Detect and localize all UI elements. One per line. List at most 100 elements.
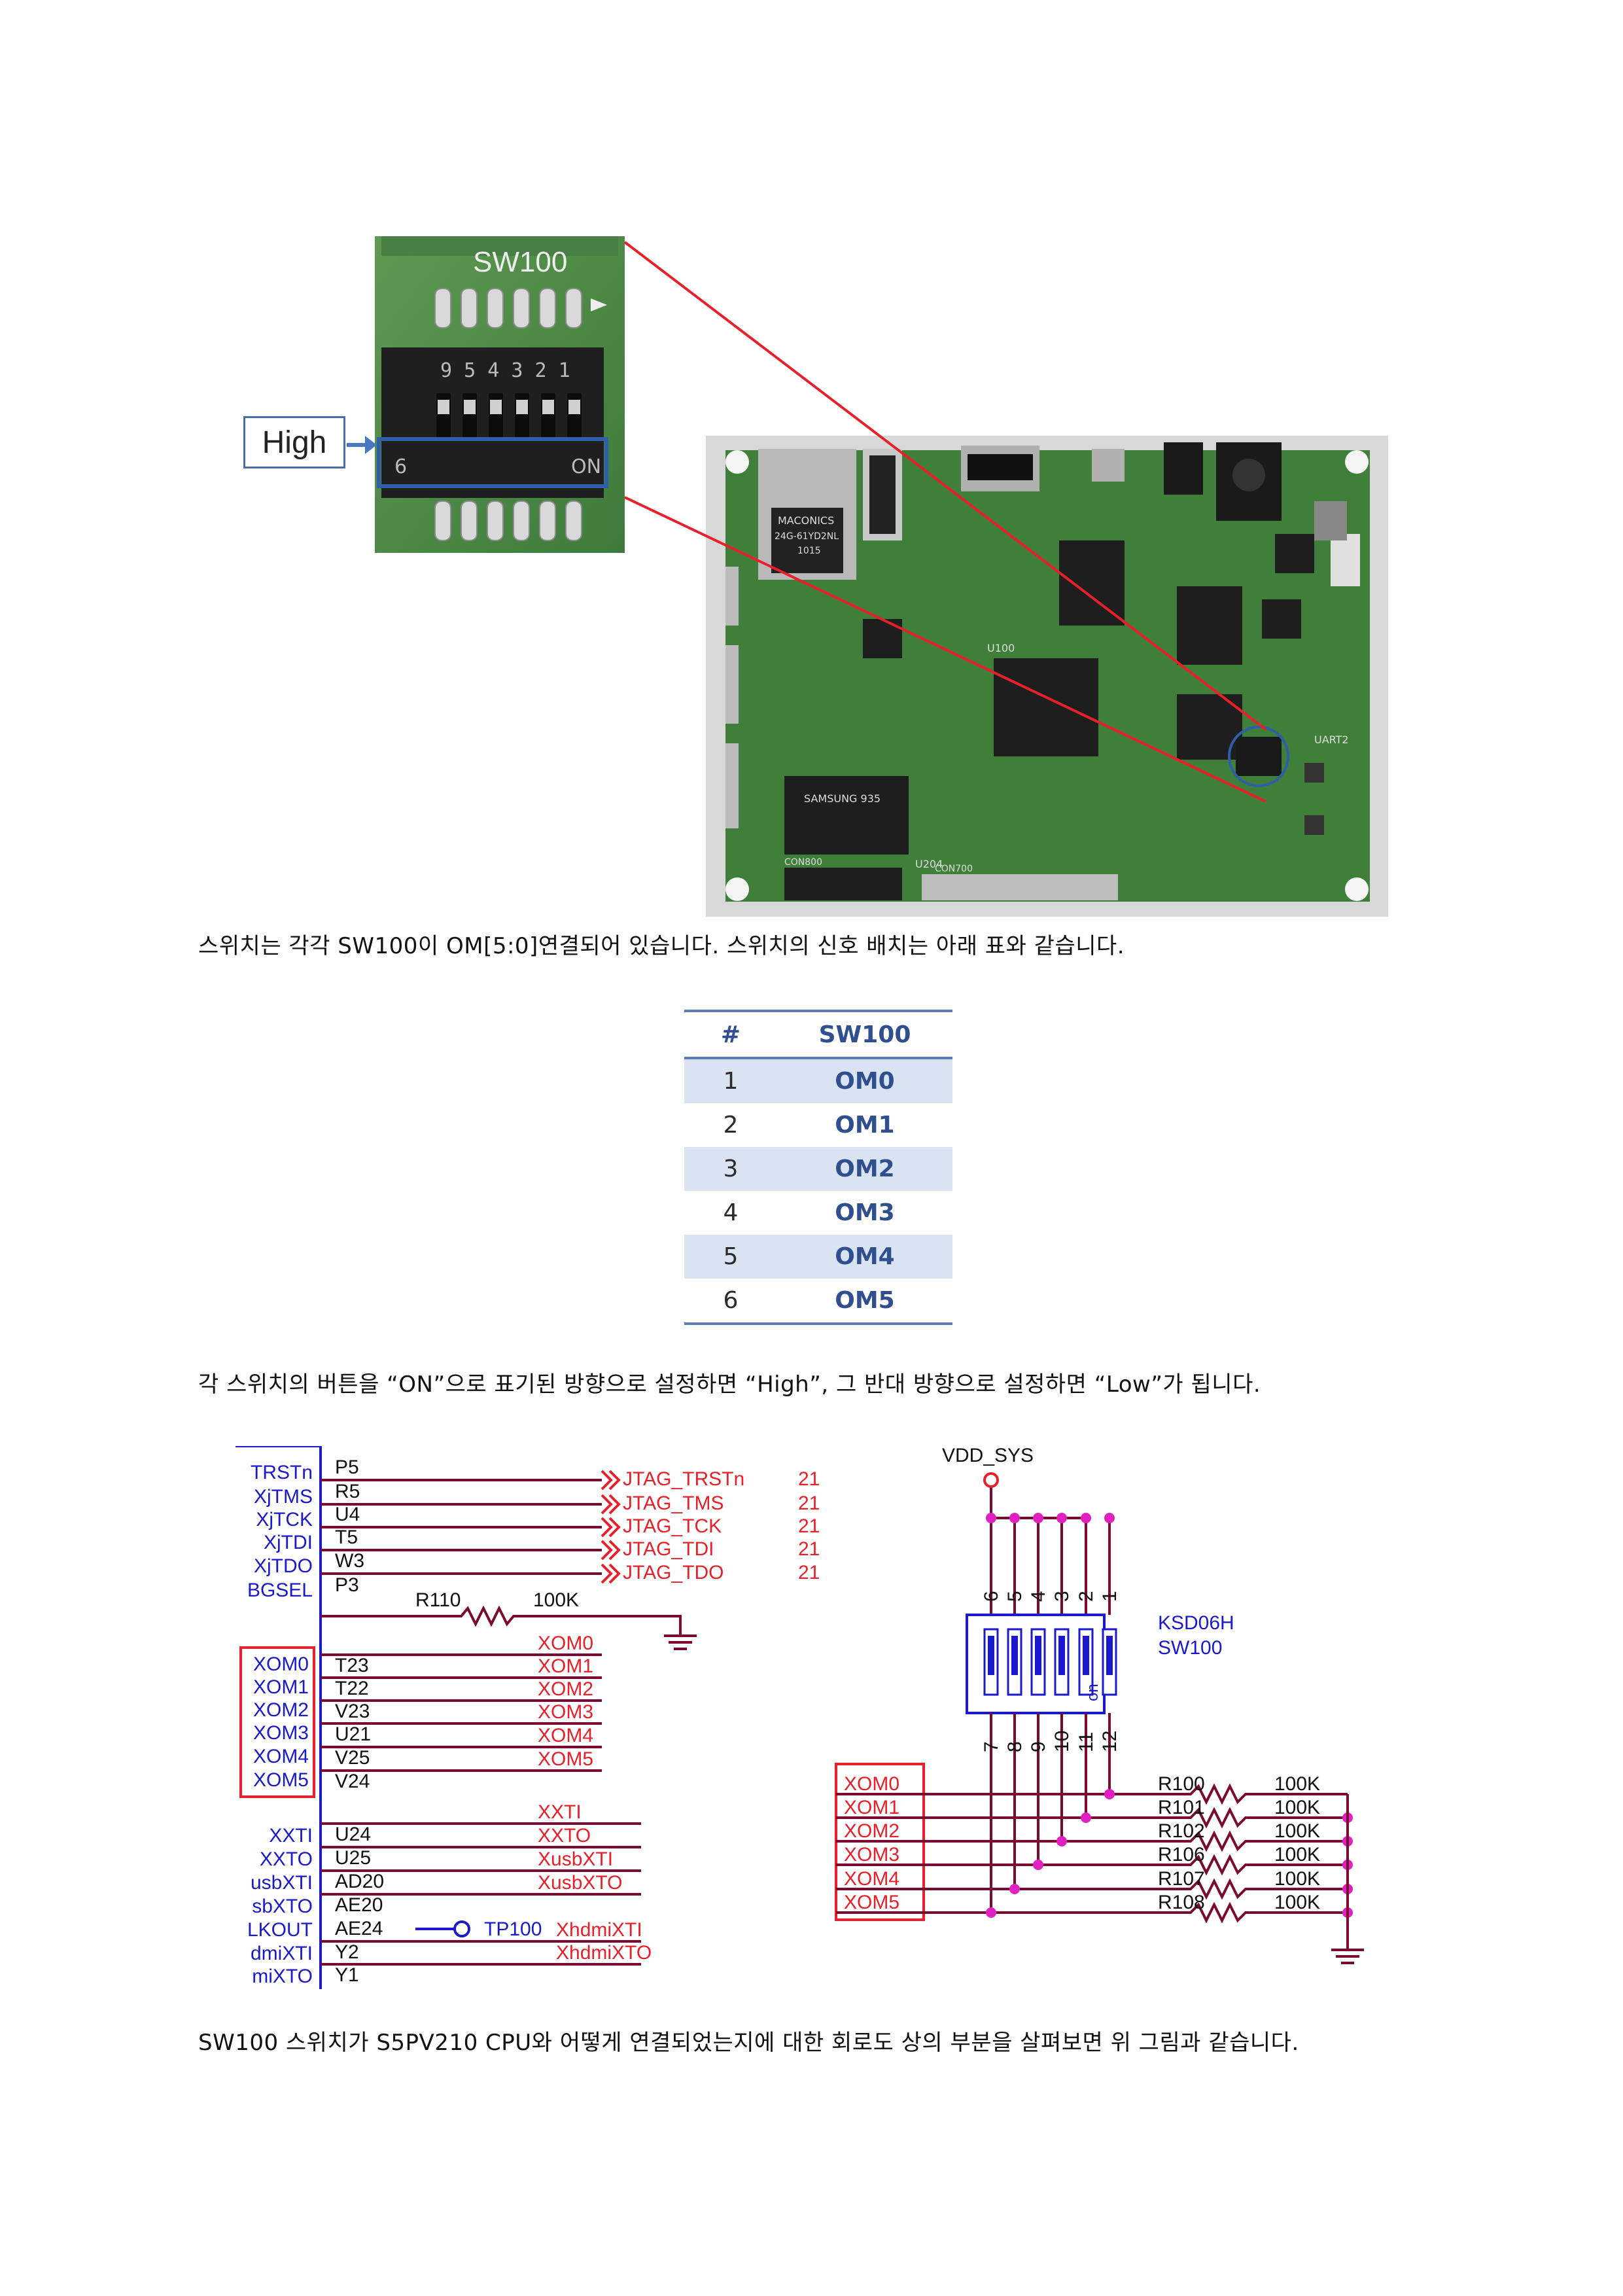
resistor-value: 100K (1274, 1892, 1320, 1913)
cpu-om-pin-label: XOM0 (253, 1653, 309, 1675)
clk-net-label: XXTI (538, 1801, 582, 1823)
switch-name-label: SW100 (1158, 1637, 1222, 1659)
net-arrow-icon (601, 1517, 613, 1538)
maconics-text: MACONICS (778, 514, 834, 527)
para-switch-connection: 스위치는 각각 SW100이 OM[5:0]연결되어 있습니다. 스위치의 신호… (198, 933, 1125, 959)
junction-dot (1033, 1860, 1043, 1870)
table-header-sw100: SW100 (777, 1010, 952, 1059)
table-cell-num: 1 (684, 1058, 777, 1103)
switch-mapping-table: # SW100 1 OM0 2 OM1 3 OM2 4 OM3 5 OM4 6 … (684, 1010, 952, 1325)
zoom-six-label: 6 (394, 455, 407, 478)
table-row: 6 OM5 (684, 1279, 952, 1325)
cpu-clk-pin-label: miXTO (252, 1966, 313, 1987)
switch-lever (1035, 1636, 1041, 1675)
pulldown-resistor (836, 1807, 1348, 1829)
resistor-value: 100K (1274, 1868, 1320, 1890)
zoom-sw100-label: SW100 (473, 246, 567, 278)
net-arrow-icon (601, 1563, 613, 1584)
cpu-om-pin-label: XOM5 (253, 1769, 309, 1791)
table-cell-num: 4 (723, 1199, 739, 1226)
samsung-chip-label: SAMSUNG 935 (804, 792, 881, 805)
maconics-date-text: 1015 (797, 546, 821, 556)
table-header-num: # (684, 1010, 777, 1059)
table-row: 4 OM3 (684, 1191, 952, 1235)
om-net-label: XOM0 (844, 1773, 899, 1795)
r110-value: 100K (533, 1589, 579, 1611)
switch-pin-bottom: 10 (1051, 1731, 1073, 1752)
om-net-label: XOM5 (844, 1892, 899, 1913)
net-arrow-icon (608, 1470, 621, 1491)
switch-part-label: KSD06H (1158, 1612, 1234, 1634)
resistor-value: 100K (1274, 1797, 1320, 1818)
junction-dot (1104, 1513, 1115, 1523)
table-cell-num: 3 (684, 1147, 777, 1191)
switch-pin-bottom: 7 (981, 1741, 1002, 1752)
junction-dot (1009, 1513, 1020, 1523)
cpu-pin-label: XjTDI (264, 1532, 313, 1553)
om-net-label: XOM0 (538, 1633, 593, 1654)
switch-zoom-photo: SW100 9 5 4 3 2 1 6 ON (375, 236, 625, 553)
net-arrow-icon (608, 1517, 621, 1538)
ball-label: T5 (335, 1527, 358, 1548)
con800-label: CON800 (784, 857, 822, 868)
con700-label: CON700 (935, 864, 973, 874)
switch-pin-bottom: 9 (1028, 1741, 1049, 1752)
ball-label: P3 (335, 1574, 359, 1596)
switch-pin-top: 6 (981, 1591, 1002, 1602)
net-arrow-icon (601, 1494, 613, 1515)
maconics-part-text: 24G-61YD2NL (775, 531, 839, 542)
ball-label: U4 (335, 1504, 360, 1525)
cpu-clk-pin-label: usbXTI (251, 1872, 313, 1894)
cpu-clk-pin-label: XXTO (260, 1848, 313, 1870)
vdd-sys-label: VDD_SYS (942, 1445, 1034, 1466)
net-arrow-icon (608, 1494, 621, 1515)
resistor-value: 100K (1274, 1820, 1320, 1842)
cpu-pin-label: BGSEL (247, 1580, 313, 1601)
jtag-page-ref: 21 (798, 1492, 820, 1514)
para-schematic-description: SW100 스위치가 S5PV210 CPU와 어떻게 연결되었는지에 대한 회… (198, 2030, 1299, 2056)
ball-label: V24 (335, 1771, 370, 1792)
switch-lever (1106, 1636, 1113, 1675)
cpu-pin-label: XjTMS (254, 1486, 313, 1508)
ball-label: AD20 (335, 1871, 384, 1892)
om-net-label: XOM5 (538, 1748, 593, 1770)
ball-label: R5 (335, 1481, 360, 1502)
switch-pin-bottom: 12 (1099, 1731, 1121, 1752)
pulldown-resistor (836, 1783, 1348, 1805)
cpu-pin-label: XjTCK (256, 1509, 313, 1530)
jtag-page-ref: 21 (798, 1468, 820, 1490)
ball-label: U24 (335, 1824, 371, 1845)
resistor-label: R107 (1158, 1868, 1205, 1890)
u204-label: U204 (915, 858, 943, 870)
r110-label: R110 (415, 1589, 461, 1611)
uart-label: UART2 (1314, 733, 1349, 746)
high-callout-label: High (262, 425, 327, 460)
clk-net-label: XXTO (538, 1825, 591, 1846)
cpu-clk-pin-label: LKOUT (247, 1919, 313, 1941)
junction-dot (1081, 1812, 1091, 1823)
resistor-value: 100K (1274, 1844, 1320, 1865)
om-net-label: XOM2 (538, 1678, 593, 1700)
om-net-label: XOM1 (538, 1655, 593, 1677)
table-cell-num: 2 (723, 1112, 739, 1139)
junction-dot (1033, 1513, 1043, 1523)
switch-lever (1058, 1636, 1065, 1675)
ball-label: AE20 (335, 1894, 383, 1916)
switch-on-label: on (1084, 1684, 1102, 1701)
pulldown-resistor (836, 1830, 1348, 1852)
junction-dot (1056, 1513, 1067, 1523)
table-row: 5 OM4 (684, 1235, 952, 1279)
para-switch-direction: 각 스위치의 버튼을 “ON”으로 표기된 방향으로 설정하면 “High”, … (198, 1371, 1261, 1398)
jtag-net-label: JTAG_TDI (623, 1538, 714, 1560)
resistor-label: R101 (1158, 1797, 1205, 1818)
junction-dot (1009, 1884, 1020, 1894)
jtag-net-label: JTAG_TMS (623, 1492, 724, 1514)
om-net-label: XOM3 (538, 1701, 593, 1723)
om-net-label: XOM4 (538, 1725, 593, 1746)
jtag-net-label: JTAG_TRSTn (623, 1468, 744, 1490)
ball-label: T23 (335, 1655, 369, 1676)
table-cell-om: OM3 (835, 1199, 895, 1226)
board-photo: MACONICS 24G-61YD2NL 1015 U100 SAMSUNG 9… (706, 436, 1388, 917)
zoom-lines (623, 241, 1267, 803)
table-cell-om: OM0 (777, 1058, 952, 1103)
